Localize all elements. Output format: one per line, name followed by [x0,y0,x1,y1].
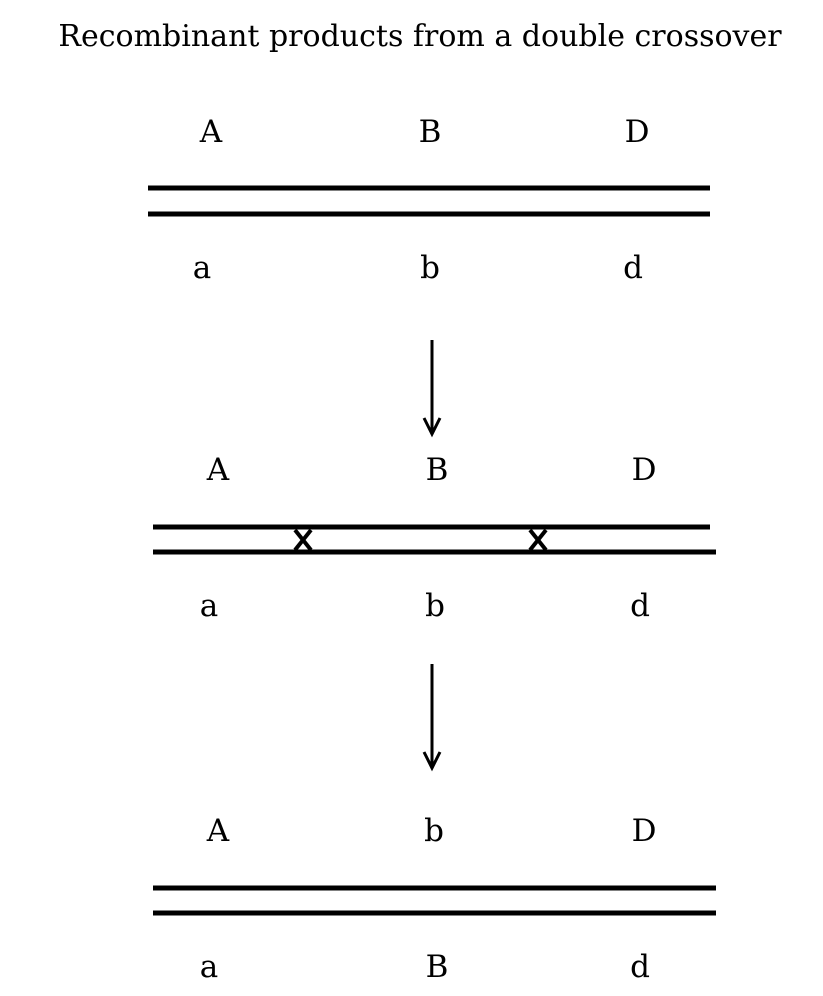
gene-label: d [630,588,650,624]
diagram-title: Recombinant products from a double cross… [58,19,782,54]
gene-label: b [424,813,444,849]
gene-label: B [419,114,442,150]
gene-label: D [632,813,657,849]
gene-label: A [206,452,230,488]
gene-label: d [623,250,643,286]
stage-crossover: A B D a b d [153,452,716,624]
gene-label: d [630,949,650,985]
gene-label: A [199,114,223,150]
gene-label: B [426,452,449,488]
gene-label: a [200,588,218,624]
gene-label: D [632,452,657,488]
crossover-x-icon [528,528,548,552]
gene-label: A [206,813,230,849]
stage-parental: A B D a b d [148,114,710,286]
gene-label: D [625,114,650,150]
arrow-down-icon [422,664,442,772]
gene-label: a [200,949,218,985]
gene-label: b [420,250,440,286]
stage-recombinant: A b D a B d [153,813,716,985]
gene-label: a [193,250,211,286]
gene-label: B [426,949,449,985]
arrow-down-icon [422,340,442,438]
gene-label: b [425,588,445,624]
crossover-x-icon [293,528,313,552]
